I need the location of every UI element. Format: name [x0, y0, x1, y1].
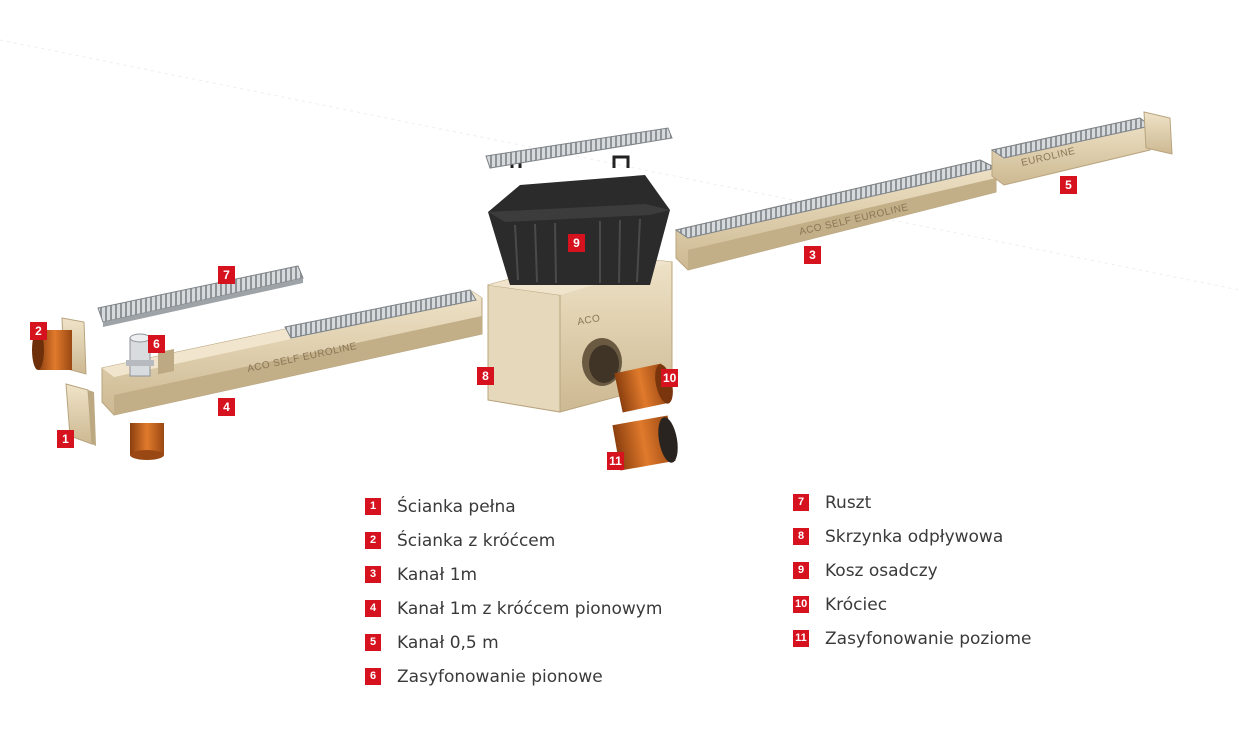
callout-badge-8: 8: [477, 367, 494, 385]
legend-badge: 1: [365, 498, 381, 515]
legend-label: Ruszt: [825, 493, 872, 513]
box-grate: [485, 127, 673, 169]
callout-badge-10: 10: [661, 369, 679, 387]
legend-label: Zasyfonowanie pionowe: [397, 667, 603, 687]
legend-left: 1 Ścianka pełna 2 Ścianka z króćcem 3 Ka…: [365, 496, 745, 696]
channel-part-5: EUROLINE: [990, 111, 1173, 186]
legend-label: Kosz osadczy: [825, 561, 938, 581]
callout-badge-6: 6: [148, 335, 165, 353]
callout-badge-2: 2: [30, 322, 47, 340]
vertical-trap-part-6: [126, 333, 154, 377]
horizontal-trap-part-11: [612, 415, 678, 471]
channel-part-3: ACO SELF EUROLINE: [674, 159, 998, 271]
legend-label: Kanał 0,5 m: [397, 633, 499, 653]
legend-label: Ścianka z króćcem: [397, 531, 556, 551]
legend-badge: 11: [793, 630, 809, 647]
callout-badge-9: 9: [568, 234, 585, 252]
end-wall-outlet-part-2: [32, 317, 87, 375]
legend-right: 7 Ruszt 8 Skrzynka odpływowa 9 Kosz osad…: [793, 492, 1113, 662]
box-engraving: ACO: [577, 313, 602, 328]
legend-badge: 6: [365, 668, 381, 685]
callout-badge-5: 5: [1060, 176, 1077, 194]
legend-badge: 3: [365, 566, 381, 583]
legend-badge: 2: [365, 532, 381, 549]
end-wall-solid-part-1: [65, 383, 96, 446]
legend-badge: 8: [793, 528, 809, 545]
grate-part-7: [97, 265, 304, 327]
legend-badge: 7: [793, 494, 809, 511]
legend-label: Kanał 1m z króćcem pionowym: [397, 599, 663, 619]
basket-part-9: [488, 153, 670, 285]
legend-badge: 9: [793, 562, 809, 579]
legend-badge: 10: [793, 596, 810, 613]
legend-label: Ścianka pełna: [397, 497, 516, 517]
callout-badge-3: 3: [804, 246, 821, 264]
legend-badge: 4: [365, 600, 381, 617]
guide-line: [0, 39, 1239, 291]
channel-part-4: ACO SELF EUROLINE: [101, 289, 483, 460]
legend-label: Zasyfonowanie poziome: [825, 629, 1032, 649]
legend-label: Króciec: [825, 595, 888, 615]
legend-badge: 5: [365, 634, 381, 651]
legend-label: Skrzynka odpływowa: [825, 527, 1004, 547]
callout-badge-1: 1: [57, 430, 74, 448]
callout-badge-7: 7: [218, 266, 235, 284]
legend-label: Kanał 1m: [397, 565, 478, 585]
callout-badge-11: 11: [607, 452, 624, 470]
callout-badge-4: 4: [218, 398, 235, 416]
